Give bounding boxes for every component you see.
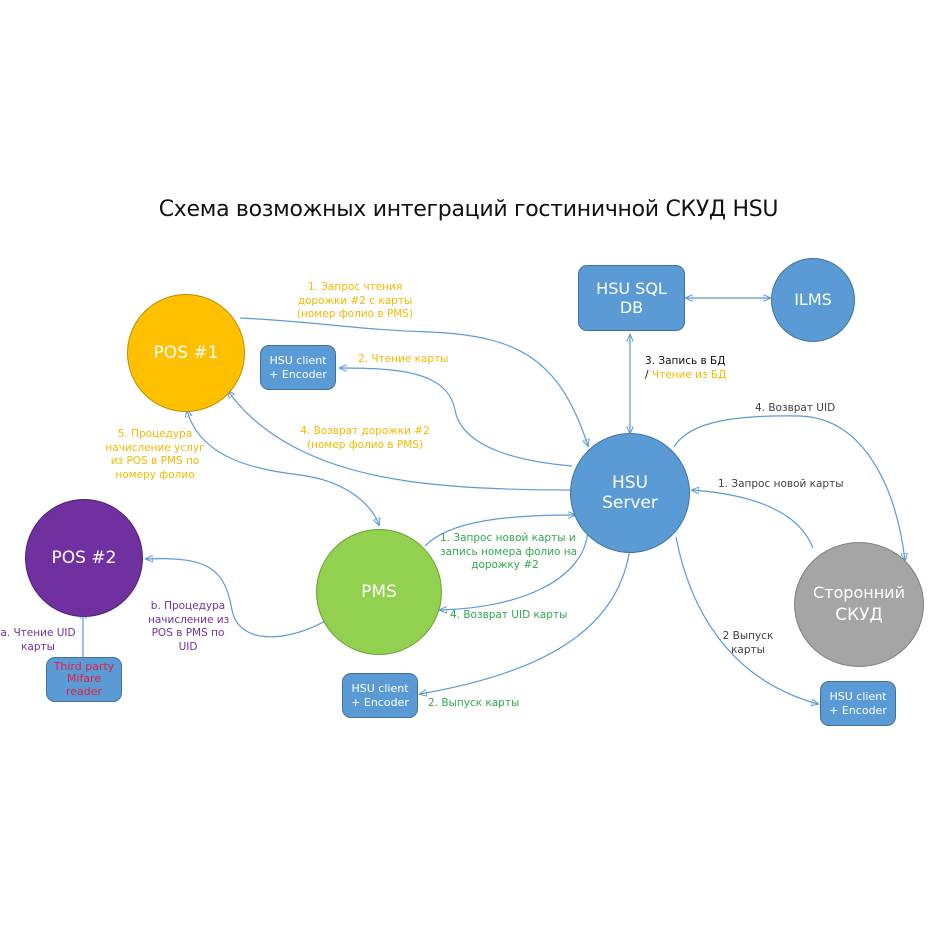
skud-line2: СКУД (835, 605, 883, 626)
hsu-server-line2: Server (602, 493, 658, 513)
diagram-title: Схема возможных интеграций гостиничной С… (158, 197, 779, 222)
encoder-bottom-node: HSU client + Encoder (342, 673, 418, 718)
label-new-card-skud: 1. Запрос новой карты (718, 478, 844, 490)
label-issue-card-right: 2 Выпуск карты (722, 630, 774, 656)
hsu-sql-db-node: HSU SQL DB (578, 265, 685, 331)
pms-node: PMS (316, 529, 442, 655)
link-skud-to-server-new-card (692, 490, 814, 549)
encoder-top-line2: + Encoder (269, 367, 327, 381)
mifare-reader-node: Third party Mifare reader (46, 657, 122, 702)
link-server-to-encoder-right (675, 536, 818, 704)
link-pos1-pms-procedure (187, 410, 379, 525)
label-issue-card-bottom: 2. Выпуск карты (428, 697, 520, 709)
link-server-to-skud-return-uid (673, 415, 905, 560)
encoder-bottom-line2: + Encoder (351, 695, 409, 709)
encoder-top-line1: HSU client (269, 354, 327, 368)
third-party-skud-node: Сторонний СКУД (794, 542, 924, 667)
pos2-label: POS #2 (51, 547, 117, 568)
pos1-label: POS #1 (153, 342, 219, 363)
link-pos1-to-server-read-request (239, 317, 588, 446)
pos1-node: POS #1 (127, 294, 245, 412)
link-server-to-pms-return-uid (440, 529, 589, 610)
hsu-sql-db-line2: DB (619, 298, 644, 317)
pos2-node: POS #2 (25, 499, 143, 617)
label-pms-return-uid: 4. Возврат UID карты (450, 609, 568, 621)
link-pms-to-server-new-card (424, 515, 575, 547)
encoder-right-node: HSU client + Encoder (820, 681, 896, 726)
ilms-label: ILMS (794, 290, 832, 310)
mifare-line2: Mifare (66, 672, 102, 686)
label-pos2-read-uid: a. Чтение UID карты (0, 627, 76, 653)
label-pos2-procedure: b. Процедура начисление из POS в PMS по … (148, 600, 230, 653)
label-pos1-procedure: 5. Процедура начисление услуг из POS в P… (105, 428, 205, 481)
link-server-to-encoder-read (340, 368, 573, 467)
label-read-card: 2. Чтение карты (358, 353, 449, 365)
hsu-sql-db-line1: HSU SQL (596, 278, 667, 298)
encoder-right-line1: HSU client (829, 690, 887, 704)
encoder-top-node: HSU client + Encoder (260, 345, 336, 390)
label-db-write-read: 3. Запись в БД / Чтение из БД (645, 355, 727, 381)
link-server-to-encoder-bottom (420, 547, 631, 694)
ilms-node: ILMS (771, 258, 855, 342)
encoder-bottom-line1: HSU client (351, 682, 409, 696)
encoder-right-line2: + Encoder (829, 703, 887, 717)
pms-label: PMS (361, 581, 397, 602)
label-pms-new-card: 1. Запрос новой карты и запись номера фо… (440, 532, 578, 572)
link-pms-pos2-procedure (146, 559, 336, 638)
label-pos1-read-request: 1. Запрос чтения дорожки #2 с карты (ном… (296, 281, 414, 321)
label-return-track: 4. Возврат дорожки #2 (номер фолио в PMS… (300, 425, 430, 451)
label-return-uid-skud: 4. Возврат UID (755, 402, 836, 414)
hsu-server-line1: HSU (611, 472, 649, 493)
skud-line1: Сторонний (813, 583, 905, 603)
hsu-server-node: HSU Server (570, 433, 690, 553)
mifare-line1: Third party (53, 659, 115, 673)
mifare-line3: reader (65, 684, 103, 698)
